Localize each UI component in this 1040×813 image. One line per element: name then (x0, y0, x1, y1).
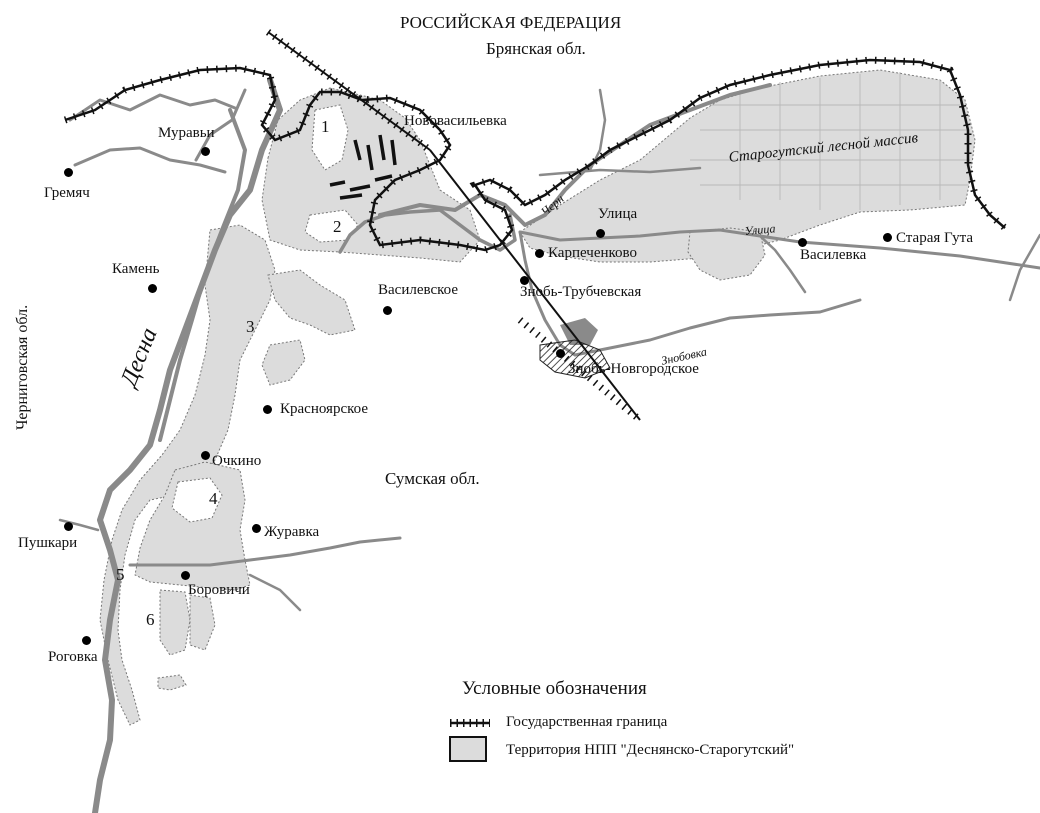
river-mid-loop (338, 208, 442, 254)
river-chern (378, 83, 772, 227)
enclave-4 (171, 477, 223, 523)
park-area-zone6c (189, 594, 216, 651)
label-znob-trubchevskaya: Знобь-Трубчевская (520, 284, 642, 300)
state-border (63, 56, 1008, 254)
settlement-dot-muravi (201, 147, 210, 156)
zone-label-5: 5 (116, 565, 125, 584)
label-karpechenkovo: Карпеченково (548, 245, 638, 261)
river-west-3 (58, 518, 100, 532)
settlement-dot-karpechenkovo (535, 249, 544, 258)
label-russia: РОССИЙСКАЯ ФЕДЕРАЦИЯ (400, 13, 622, 32)
label-staraya-guta: Старая Гута (896, 230, 974, 246)
river-znobovka (573, 298, 862, 357)
label-borovichi: Боровичи (188, 582, 250, 598)
label-sumy: Сумская обл. (385, 469, 480, 488)
river-desna (92, 77, 283, 813)
settlement-dot-vasilevka (798, 238, 807, 247)
river-west-2 (73, 146, 227, 174)
settlement-dot-rogovka (82, 636, 91, 645)
river-ulitsa-main (518, 228, 1040, 270)
settlement-dot-krasnoyarskoe (263, 405, 272, 414)
zone-label-3: 3 (246, 317, 255, 336)
legend-park-label: Территория НПП "Деснянско-Старогутский" (506, 742, 795, 758)
label-chernihiv: Черниговская обл. (14, 304, 31, 430)
zone-label-1: 1 (321, 117, 330, 136)
label-bryansk: Брянская обл. (486, 39, 586, 58)
lake (560, 318, 598, 345)
label-rogovka: Роговка (48, 649, 98, 665)
legend-title: Условные обозначения (462, 678, 647, 699)
park-area-starogutsky (519, 69, 976, 263)
label-vasilevka: Василевка (800, 247, 867, 263)
zone-label-6: 6 (146, 610, 155, 629)
label-pushkari: Пушкари (18, 535, 78, 551)
builtup (329, 134, 397, 200)
park-area-zone3b (261, 339, 306, 386)
label-ulitsa: Улица (598, 206, 638, 222)
label-ochkino: Очкино (212, 453, 262, 469)
settlement-dot-pushkari (64, 522, 73, 531)
park-territory (99, 69, 976, 726)
label-novovasilevka: Нововасильевка (404, 113, 507, 129)
settlement-dot-znob-trubchevskaya (520, 276, 529, 285)
settlement-dot-vasilevskoe (383, 306, 392, 315)
enclave-1 (311, 104, 349, 171)
river-loop-2 (438, 208, 517, 252)
river-desna-branch (158, 108, 247, 442)
river-east (1008, 233, 1040, 302)
settlement-dot-gremyach (64, 168, 73, 177)
park-area-ulitsa (687, 227, 766, 281)
river-south (128, 536, 402, 567)
legend-border-label: Государственная граница (506, 714, 668, 730)
settlement-dot-ochkino (201, 451, 210, 460)
label-vasilevskoe: Василевское (378, 282, 459, 298)
label-krasnoyarskoe: Красноярское (280, 401, 368, 417)
river-ulitsa-trib (758, 234, 807, 294)
park-area-zone6 (159, 589, 191, 656)
settlement-dot-zhuravka (252, 524, 261, 533)
settlement-dot-znob-novgorodskoe (556, 349, 565, 358)
label-kamen: Камень (112, 261, 160, 277)
river-north-east (538, 166, 702, 177)
label-zhuravka: Журавка (264, 524, 320, 540)
settlement-dot-borovichi (181, 571, 190, 580)
river-west-1 (68, 93, 237, 122)
river-south-b (248, 573, 302, 612)
settlement-dot-kamen (148, 284, 157, 293)
forest-grid (690, 72, 970, 210)
zone-label-2: 2 (333, 217, 342, 236)
label-gremyach: Гремяч (44, 185, 90, 201)
zone-label-4: 4 (209, 489, 218, 508)
label-ulitsa-river: Улица (744, 221, 776, 238)
park-area-zone6b (157, 674, 187, 691)
label-muravi: Муравьи (158, 125, 215, 141)
settlement-dot-staraya-guta (883, 233, 892, 242)
legend-park-symbol (449, 736, 487, 762)
railway (265, 29, 643, 423)
settlement-dot-ulitsa (596, 229, 605, 238)
label-znob-novgorodskoe: Знобь-Новгородское (568, 361, 699, 377)
park-area-zone3 (267, 269, 356, 336)
